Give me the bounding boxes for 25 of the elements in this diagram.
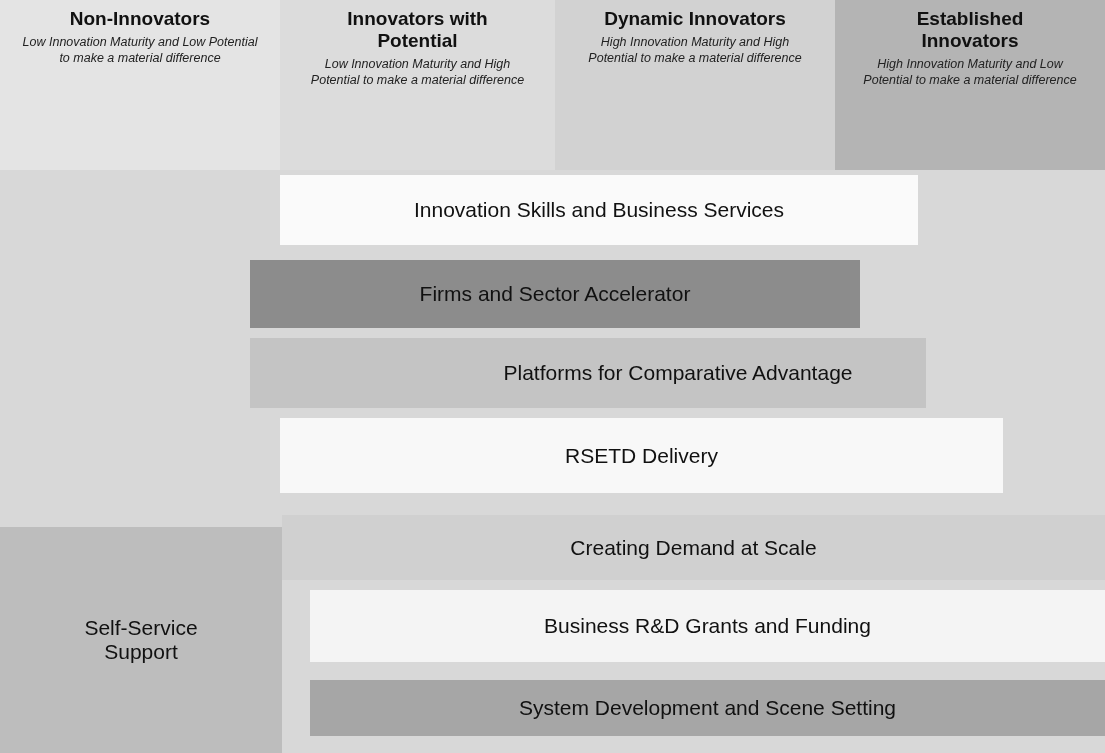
segment-column — [835, 0, 1105, 170]
program-band — [0, 527, 282, 753]
band-label: Self-Service Support — [83, 616, 199, 664]
segment-heading: Innovators with Potential — [346, 8, 489, 52]
band-label: Creating Demand at Scale — [570, 535, 817, 560]
program-band — [280, 418, 1003, 493]
program-band — [280, 175, 918, 245]
segment-description: High Innovation Maturity and High Potential to make a material difference — [587, 33, 803, 67]
segment-description: High Innovation Maturity and Low Potential to make a material difference — [862, 55, 1078, 89]
segment-heading: Non-Innovators — [68, 8, 212, 30]
band-label: RSETD Delivery — [565, 443, 718, 468]
band-label: Firms and Sector Accelerator — [419, 282, 691, 306]
program-band — [282, 515, 1105, 580]
band-label: Business R&D Grants and Funding — [544, 614, 871, 638]
segment-description: Low Innovation Maturity and Low Potential to make a material difference — [21, 33, 259, 67]
segment-column — [555, 0, 835, 170]
segment-description: Low Innovation Maturity and High Potential to make a material difference — [309, 55, 526, 89]
segment-heading: Dynamic Innovators — [603, 8, 787, 30]
band-label: Platforms for Comparative Advantage — [503, 361, 853, 385]
program-band — [250, 260, 860, 328]
band-label: Innovation Skills and Business Services — [414, 198, 784, 222]
program-band — [310, 590, 1105, 662]
program-band — [310, 680, 1105, 736]
segment-heading: Established Innovators — [915, 8, 1025, 52]
band-label: System Development and Scene Setting — [518, 696, 896, 720]
